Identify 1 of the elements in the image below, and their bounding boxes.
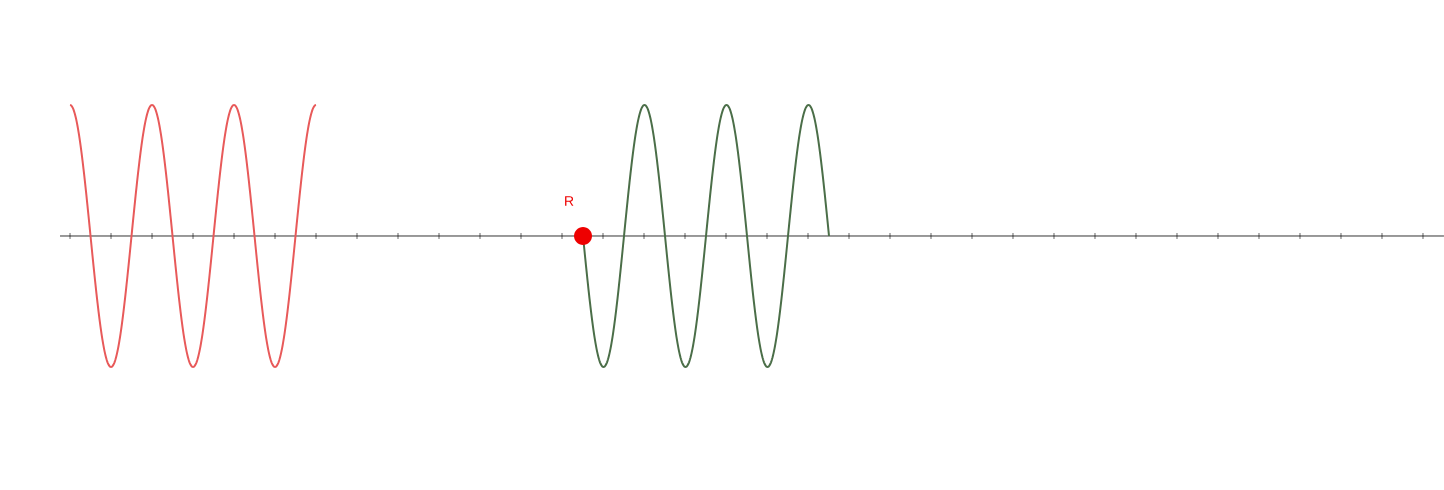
point-label: R (565, 196, 574, 206)
